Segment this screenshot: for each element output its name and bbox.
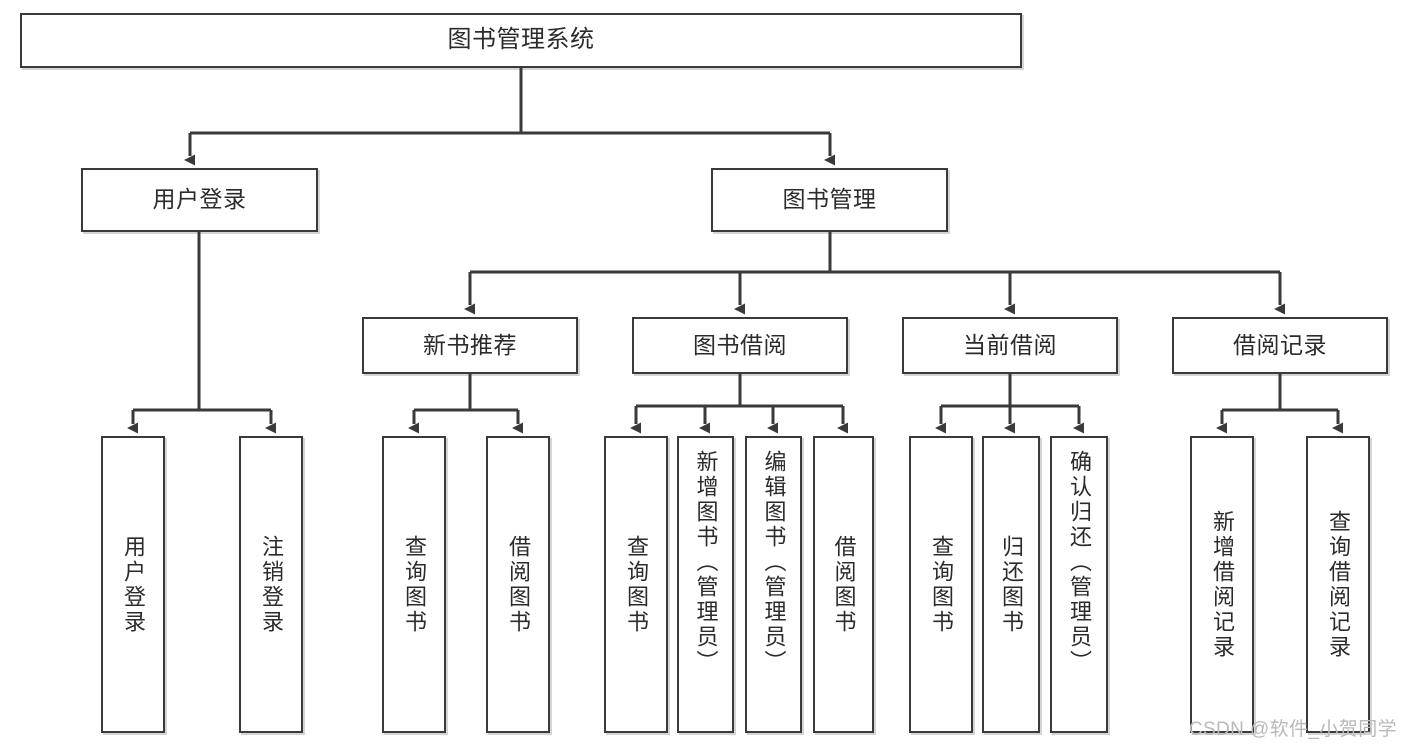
node-label: 图书借阅 — [693, 331, 787, 358]
node-root-system[interactable]: 图书管理系统 — [20, 13, 1022, 68]
node-current-borrow[interactable]: 当前借阅 — [902, 317, 1118, 374]
node-borrow-record[interactable]: 借阅记录 — [1172, 317, 1388, 374]
node-label: 查询图书 — [624, 534, 649, 635]
leaf-book-borrow-add[interactable]: 新增图书（管理员） — [677, 436, 734, 733]
node-label: 确认归还（管理员） — [1067, 450, 1092, 675]
leaf-borrow-record-query[interactable]: 查询借阅记录 — [1306, 436, 1370, 733]
node-label: 新书推荐 — [423, 331, 517, 358]
node-label: 注销登录 — [259, 534, 284, 635]
node-label: 查询图书 — [929, 534, 954, 635]
node-new-book-recommend[interactable]: 新书推荐 — [362, 317, 578, 374]
leaf-new-book-query[interactable]: 查询图书 — [382, 436, 446, 733]
leaf-current-borrow-return[interactable]: 归还图书 — [982, 436, 1040, 733]
node-label: 编辑图书（管理员） — [761, 450, 787, 675]
leaf-user-login-logout[interactable]: 注销登录 — [239, 436, 303, 733]
node-label: 查询借阅记录 — [1326, 509, 1351, 660]
leaf-new-book-borrow[interactable]: 借阅图书 — [486, 436, 550, 733]
node-label: 借阅图书 — [831, 534, 857, 635]
leaf-current-borrow-query[interactable]: 查询图书 — [909, 436, 973, 733]
node-label: 新增图书（管理员） — [693, 450, 719, 675]
leaf-current-borrow-confirm[interactable]: 确认归还（管理员） — [1050, 436, 1108, 733]
node-label: 用户登录 — [121, 534, 146, 635]
node-label: 查询图书 — [402, 534, 427, 635]
node-label: 借阅图书 — [506, 534, 531, 635]
leaf-book-borrow-edit[interactable]: 编辑图书（管理员） — [745, 436, 802, 733]
node-book-management[interactable]: 图书管理 — [711, 168, 948, 232]
node-label: 图书管理系统 — [447, 26, 595, 54]
node-label: 归还图书 — [999, 534, 1024, 635]
node-book-borrow[interactable]: 图书借阅 — [632, 317, 848, 374]
leaf-user-login-login[interactable]: 用户登录 — [101, 436, 165, 733]
node-label: 当前借阅 — [963, 331, 1057, 358]
node-label: 新增借阅记录 — [1210, 509, 1235, 660]
leaf-book-borrow-query[interactable]: 查询图书 — [604, 436, 668, 733]
node-label: 借阅记录 — [1233, 331, 1327, 358]
node-label: 用户登录 — [152, 186, 247, 213]
node-user-login[interactable]: 用户登录 — [81, 168, 318, 232]
node-label: 图书管理 — [782, 186, 877, 213]
leaf-book-borrow-borrow[interactable]: 借阅图书 — [813, 436, 874, 733]
leaf-borrow-record-add[interactable]: 新增借阅记录 — [1190, 436, 1254, 733]
